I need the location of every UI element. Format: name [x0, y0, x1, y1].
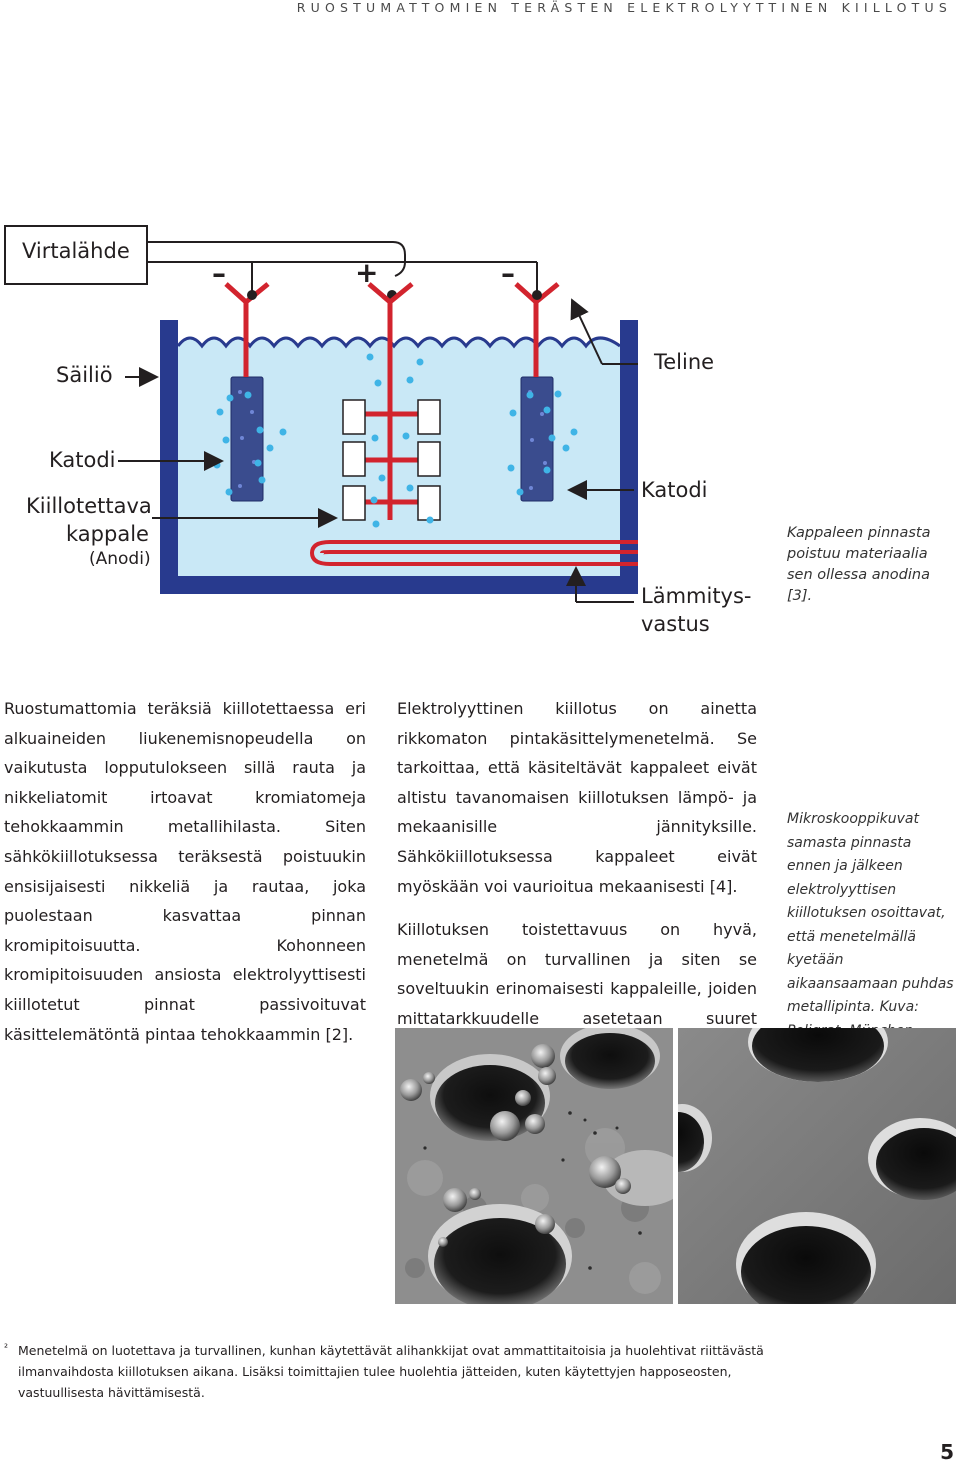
- heater-label-line2: vastus: [641, 612, 710, 636]
- power-supply-label: Virtalähde: [22, 239, 130, 263]
- power-supply-box: [4, 225, 148, 285]
- electrolyte: [178, 338, 620, 576]
- rack-label: Teline: [654, 350, 715, 374]
- body-column-2: Elektrolyyttinen kiillotus on ainetta ri…: [397, 694, 757, 1063]
- tank-label: Säiliö: [56, 363, 113, 387]
- gas-bubbles: [213, 353, 578, 528]
- anode-label-line2: kappale: [66, 522, 149, 546]
- cathode-left-label: Katodi: [49, 448, 116, 472]
- heating-element: [309, 540, 638, 566]
- leader-lines: [118, 298, 638, 603]
- running-header: RUOSTUMATTOMIEN TERÄSTEN ELEKTROLYYTTINE…: [296, 0, 952, 15]
- cathode-right-label: Katodi: [641, 478, 708, 502]
- diagram-caption: Kappaleen pinnasta poistuu materiaalia s…: [787, 525, 931, 604]
- body-column-1: Ruostumattomia teräksiä kiillotettaessa …: [4, 694, 366, 1049]
- heater-label-line1: Lämmitys-: [641, 584, 752, 608]
- col2-paragraph-1: Elektrolyyttinen kiillotus on ainetta ri…: [397, 699, 757, 896]
- workpieces: [342, 399, 441, 521]
- micrograph-after: [678, 1028, 956, 1304]
- page-number: 5: [940, 1440, 954, 1464]
- terminal-plus: +: [355, 256, 379, 289]
- power-wires: [147, 241, 538, 293]
- terminal-minus-left: –: [212, 257, 226, 290]
- footnote: ² Menetelmä on luotettava ja turvallinen…: [4, 1340, 764, 1403]
- col1-paragraph-1: Ruostumattomia teräksiä kiillotettaessa …: [4, 699, 366, 1044]
- electropolishing-diagram: [4, 225, 638, 603]
- anode-label-note: (Anodi): [89, 549, 151, 569]
- micrograph-before: [395, 1028, 673, 1304]
- anode-label-line1: Kiillotettava: [26, 494, 152, 518]
- micrograph-caption: Mikroskooppikuvat samasta pinnasta ennen…: [787, 811, 954, 1062]
- terminal-minus-right: –: [501, 257, 515, 290]
- footnote-text: Menetelmä on luotettava ja turvallinen, …: [18, 1343, 764, 1400]
- cathode-right-electrode: [520, 376, 554, 502]
- footnote-marker: ²: [4, 1343, 9, 1354]
